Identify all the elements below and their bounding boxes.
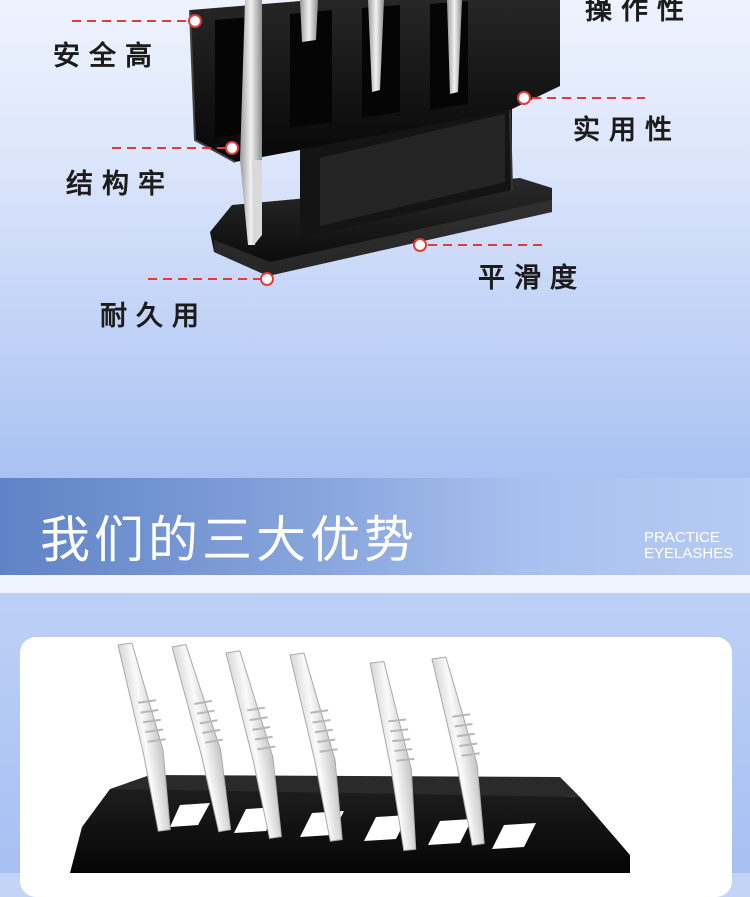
holder-base [210, 178, 552, 276]
callout-label-safety: 安全高 [53, 41, 161, 72]
callout-label-structure: 结构牢 [66, 169, 174, 200]
tweezer-holder-photo [70, 642, 630, 873]
callout-dots [188, 14, 531, 286]
advantages-band: 我们的三大优势 [0, 478, 750, 575]
callout-leader-lines [72, 20, 645, 280]
tweezer-set [117, 642, 485, 852]
callout-label-operability: 操作性 [585, 0, 693, 26]
advantages-subtitle-line2: EYELASHES [644, 545, 734, 562]
section-divider [0, 575, 750, 593]
advantages-subtitle-line1: PRACTICE [644, 529, 720, 546]
product-photo-card [20, 637, 732, 897]
holder-body [70, 787, 630, 873]
callout-label-smoothness: 平滑度 [478, 263, 586, 294]
advantages-subtitle: PRACTICE EYELASHES [644, 530, 733, 562]
feature-callout-section: 安全高 操作性 实用性 结构牢 平滑度 耐久用 [0, 0, 750, 478]
holder-closeup-illustration [72, 0, 645, 286]
callout-label-practicality: 实用性 [573, 115, 681, 146]
callout-label-durability: 耐久用 [100, 301, 208, 332]
advantages-title: 我们的三大优势 [40, 511, 418, 569]
